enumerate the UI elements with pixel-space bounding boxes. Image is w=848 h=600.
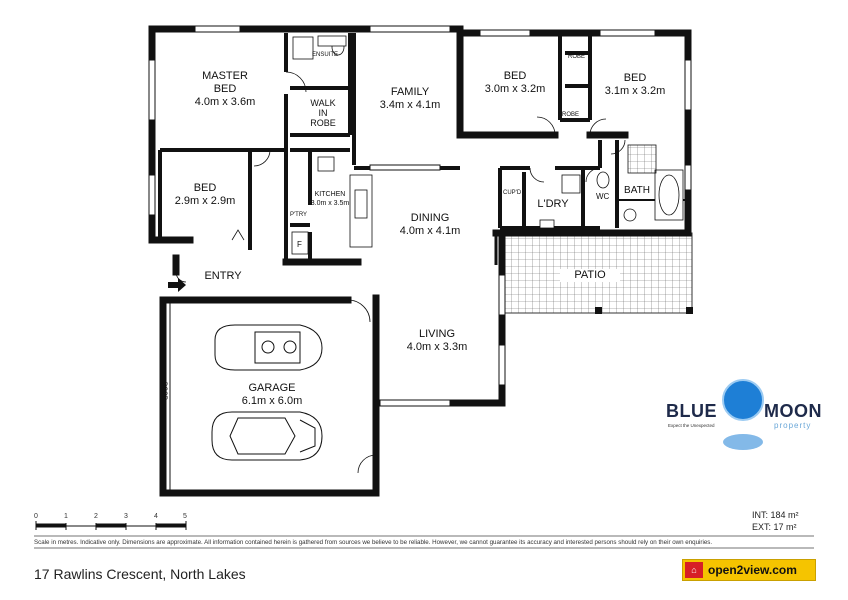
garage-door-label: DOOR — [161, 382, 167, 400]
room-bed-3: BED 3.1m x 3.2m — [590, 72, 680, 98]
room-patio: PATIO — [560, 269, 620, 282]
brand-word-moon: MOON — [764, 401, 822, 421]
room-wc: WC — [596, 192, 610, 201]
room-name: MASTER BED — [202, 70, 248, 95]
room-size: 3.0m x 3.2m — [484, 83, 546, 95]
room-bed-4: BED 2.9m x 2.9m — [160, 182, 250, 208]
room-size: 6.1m x 6.0m — [241, 395, 303, 407]
scale-tick-label: 1 — [64, 513, 68, 520]
room-name: GARAGE — [248, 382, 296, 394]
room-size: 4.0m x 3.6m — [194, 96, 256, 108]
scale-tick-label: 5 — [183, 513, 187, 520]
room-robe-b: ROBE — [562, 112, 580, 118]
room-name: DINING — [410, 212, 450, 224]
room-dining: DINING 4.0m x 4.1m — [390, 212, 470, 238]
fixtures — [291, 35, 684, 255]
house-icon: ⌂ — [685, 562, 703, 578]
room-living: LIVING 4.0m x 3.3m — [395, 328, 479, 354]
room-walk-in-robe: WALK IN ROBE — [310, 98, 336, 128]
room-name: LIVING — [418, 328, 456, 340]
moon-logo-icon — [723, 380, 763, 420]
room-laundry: L'DRY — [537, 198, 569, 210]
room-robe-a: ROBE — [568, 54, 586, 60]
room-size: 3.4m x 4.1m — [379, 99, 441, 111]
room-name: BED — [503, 70, 527, 82]
car-icon — [214, 324, 323, 371]
scale-bar — [35, 521, 187, 530]
moon-reflection-icon — [723, 434, 763, 450]
room-ensuite: ENSUITE — [312, 52, 339, 58]
windows — [148, 25, 692, 407]
disclaimer: Scale in metres. Indicative only. Dimens… — [34, 539, 713, 546]
scale-tick-label: 0 — [34, 513, 38, 520]
room-family: FAMILY 3.4m x 4.1m — [365, 86, 455, 112]
property-address: 17 Rawlins Crescent, North Lakes — [34, 566, 246, 582]
moon-logo-icon — [722, 379, 764, 421]
room-name: FAMILY — [390, 86, 430, 98]
room-name: KITCHEN — [314, 191, 346, 198]
room-size: 4.0m x 3.3m — [406, 341, 468, 353]
brand-word-blue: BLUE — [666, 401, 717, 421]
room-bath: BATH — [624, 185, 650, 196]
patio-post — [686, 307, 693, 314]
entry-arrow-icon — [168, 278, 186, 292]
interior-walls — [158, 33, 688, 265]
internal-area: INT: 184 m² — [752, 510, 799, 520]
room-size: 3.1m x 3.2m — [604, 85, 666, 97]
brand-sub: property — [774, 421, 812, 430]
room-size: 4.0m x 4.1m — [399, 225, 461, 237]
room-cupboard: CUP'D — [503, 190, 522, 196]
room-size: 3.0m x 3.5m — [310, 200, 350, 207]
brand-tagline: Expect the Unexpected — [668, 423, 715, 428]
external-area: EXT: 17 m² — [752, 522, 797, 532]
room-pantry: P'TRY — [290, 212, 308, 218]
room-fridge: F — [297, 240, 302, 249]
room-garage: GARAGE 6.1m x 6.0m — [230, 382, 314, 408]
room-master-bed: MASTER BED 4.0m x 3.6m — [180, 70, 270, 109]
scale-tick-label: 3 — [124, 513, 128, 520]
portal-badge[interactable]: ⌂ open2view.com — [682, 559, 816, 581]
portal-name: open2view.com — [708, 563, 797, 577]
patio-post — [595, 307, 602, 314]
scale-tick-label: 4 — [154, 513, 158, 520]
room-size: 2.9m x 2.9m — [174, 195, 236, 207]
car-icon — [211, 411, 323, 461]
room-name: BED — [623, 72, 647, 84]
door-swings — [175, 71, 626, 474]
room-entry: ENTRY — [204, 270, 242, 282]
room-bed-2: BED 3.0m x 3.2m — [470, 70, 560, 96]
room-name: BED — [193, 182, 217, 194]
room-kitchen: KITCHEN 3.0m x 3.5m — [304, 190, 356, 208]
scale-tick-label: 2 — [94, 513, 98, 520]
